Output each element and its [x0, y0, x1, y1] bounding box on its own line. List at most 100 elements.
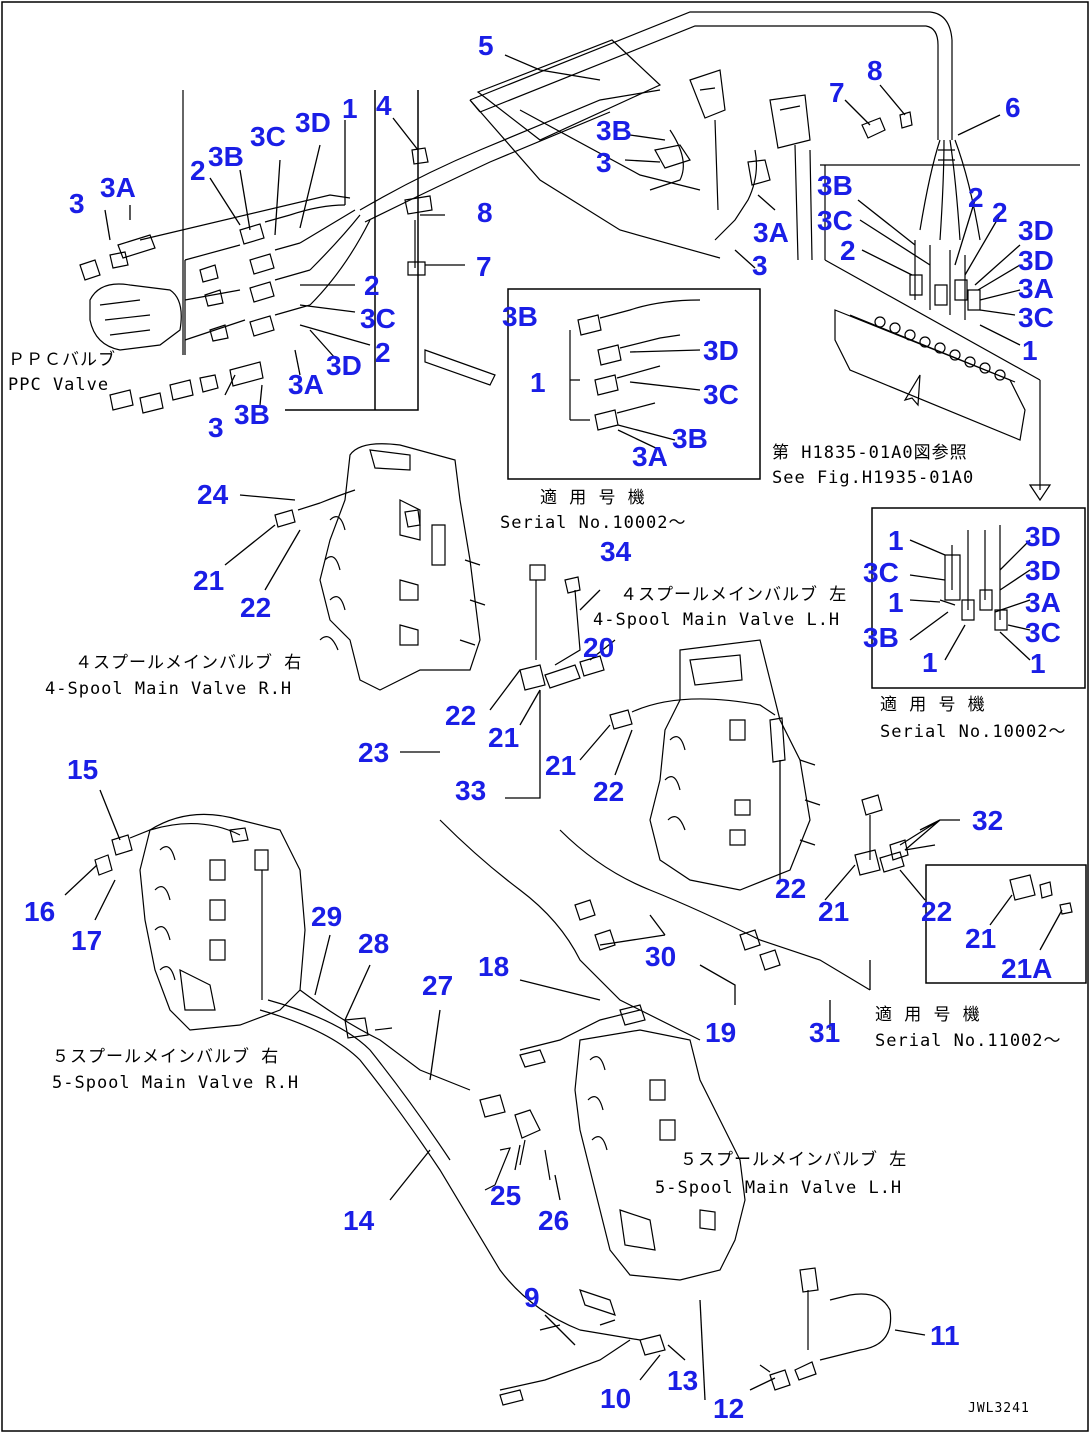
label-part: 3C	[863, 557, 899, 588]
label-part: 2	[840, 235, 856, 266]
label-part: 12	[713, 1393, 744, 1424]
label-part: 34	[600, 536, 632, 567]
captions: ＰＰＣバルブ PPC Valve 適 用 号 機 Serial No.10002…	[8, 349, 1067, 1416]
label-part: 27	[422, 970, 453, 1001]
label-part: 1	[1030, 648, 1046, 679]
label-part: 1	[342, 93, 358, 124]
label-part: 15	[67, 754, 98, 785]
label-part: 28	[358, 928, 389, 959]
leader-lines	[64, 54, 1063, 1401]
label-part: 2	[375, 337, 391, 368]
label-part: 29	[311, 901, 342, 932]
label-part: 3C	[360, 303, 396, 334]
caption-serial3-en: Serial No.11002～	[875, 1031, 1062, 1051]
caption-mv5l-en: 5-Spool Main Valve L.H	[655, 1178, 902, 1198]
top-pipe-assembly	[359, 11, 981, 261]
label-part: 3C	[1018, 302, 1054, 333]
label-part: 1	[530, 367, 546, 398]
label-part: 33	[455, 775, 486, 806]
down-arrow	[1028, 484, 1052, 502]
label-part: 3A	[632, 441, 668, 472]
caption-serial3-jp: 適 用 号 機	[875, 1005, 981, 1025]
label-part: 3D	[1018, 215, 1054, 246]
caption-ref-jp: 第 H1835-01A0図参照	[772, 443, 968, 463]
label-part: 3A	[1025, 587, 1061, 618]
label-part: 21A	[1001, 953, 1052, 984]
label-part: 1	[888, 587, 904, 618]
label-part: 3B	[596, 115, 632, 146]
label-part: 3A	[100, 172, 136, 203]
label-part: 3B	[208, 141, 244, 172]
label-part: 24	[197, 479, 229, 510]
caption-mv5r-jp: ５スプールメインバルブ 右	[52, 1046, 279, 1067]
label-part: 3B	[672, 423, 708, 454]
label-part: 2	[968, 182, 984, 213]
main-valve-4-spool-rh	[274, 443, 486, 691]
fittings-20-34	[519, 564, 605, 691]
label-part: 18	[478, 951, 509, 982]
label-part: 7	[829, 77, 845, 108]
label-part: 9	[524, 1282, 540, 1313]
label-part: 3D	[326, 350, 362, 381]
label-part: 3A	[1018, 273, 1054, 304]
label-part: 3C	[250, 121, 286, 152]
caption-serial1-en: Serial No.10002～	[500, 513, 687, 533]
left-bracket	[285, 90, 419, 411]
label-part: 22	[593, 776, 624, 807]
inset-c-fittings	[1009, 874, 1073, 915]
label-part: 23	[358, 737, 389, 768]
label-part: 17	[71, 925, 102, 956]
label-part: 8	[477, 197, 493, 228]
label-part: 11	[930, 1320, 960, 1351]
label-part: 2	[190, 155, 206, 186]
manifold-block	[834, 240, 1026, 441]
label-part: 3	[69, 188, 85, 219]
label-part: 3B	[817, 170, 853, 201]
arrow-to-inset	[424, 349, 496, 386]
label-part: 21	[965, 923, 996, 954]
main-valve-5-spool-lh	[574, 1029, 746, 1281]
label-part: 22	[445, 700, 476, 731]
ppc-valve-drawing	[79, 90, 371, 414]
label-part: 3C	[817, 205, 853, 236]
label-part: 2	[992, 197, 1008, 228]
main-valve-4-spool-lh	[609, 639, 936, 891]
manifold-leader	[820, 164, 1080, 490]
label-part: 4	[376, 90, 392, 121]
label-part: 13	[667, 1365, 698, 1396]
label-part: 1	[888, 525, 904, 556]
label-part: 5	[478, 30, 494, 61]
main-valve-5-spool-rh	[94, 813, 306, 1031]
inset-box-serial-10002-a	[507, 288, 761, 480]
caption-mv4l-jp: ４スプールメインバルブ 左	[620, 584, 847, 605]
label-part: 3	[752, 250, 768, 281]
label-part: 21	[488, 722, 519, 753]
label-part: 3C	[703, 379, 739, 410]
label-part: 1	[1022, 335, 1038, 366]
label-part: 2	[364, 270, 380, 301]
label-part: 21	[193, 565, 224, 596]
inset-b-hoses	[939, 525, 1008, 631]
label-part: 26	[538, 1205, 569, 1236]
label-part: 22	[240, 592, 271, 623]
label-part: 22	[775, 873, 806, 904]
label-part: 31	[809, 1017, 840, 1048]
label-part: 3	[208, 412, 224, 443]
label-part: 30	[645, 941, 676, 972]
label-part: 3D	[1025, 555, 1061, 586]
label-part: 32	[972, 805, 1003, 836]
label-part: 21	[545, 750, 576, 781]
caption-mv4l-en: 4-Spool Main Valve L.H	[593, 610, 840, 630]
caption-serial2-jp: 適 用 号 機	[880, 695, 986, 715]
caption-serial2-en: Serial No.10002～	[880, 722, 1067, 742]
label-part: 1	[922, 647, 938, 678]
caption-mv5r-en: 5-Spool Main Valve R.H	[52, 1073, 299, 1093]
label-part: 3D	[1018, 245, 1054, 276]
label-part: 3D	[295, 107, 331, 138]
label-part: 8	[867, 55, 883, 86]
caption-ref-en: See Fig.H1935-01A0	[772, 468, 974, 488]
caption-serial1-jp: 適 用 号 機	[540, 488, 646, 508]
